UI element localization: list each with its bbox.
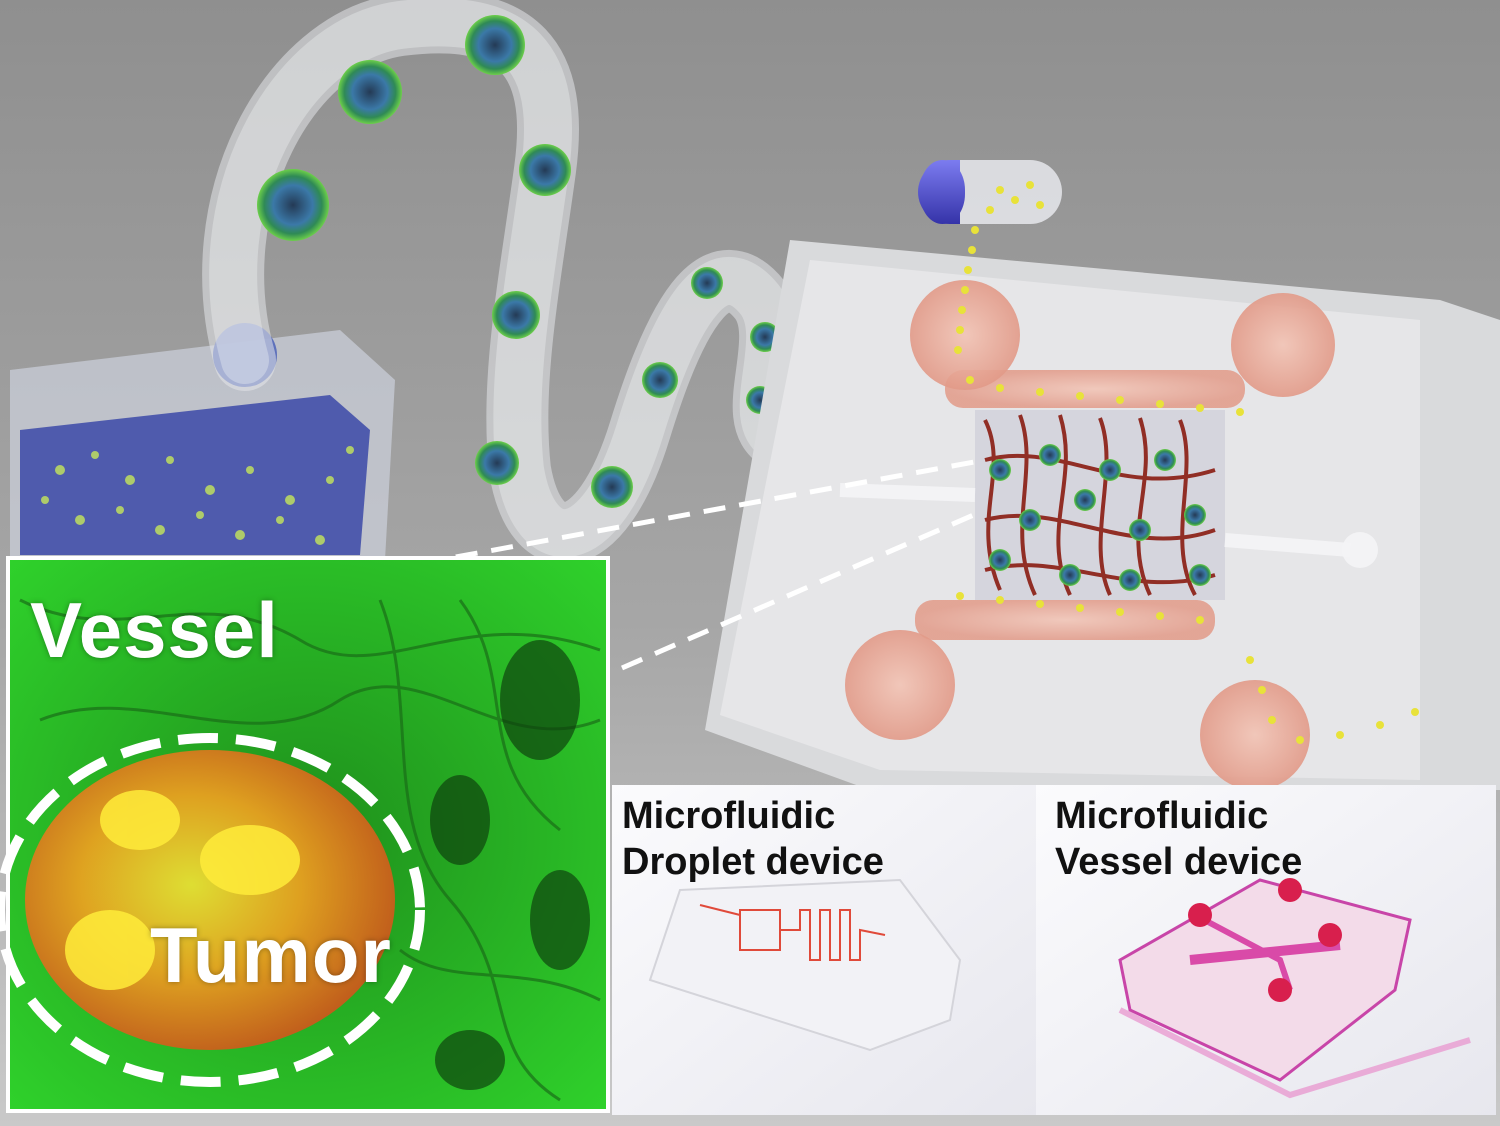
culture-block (10, 323, 395, 560)
droplet-device-label-line2: Droplet device (622, 841, 884, 883)
drug-capsule (918, 160, 1062, 224)
spheroid (465, 15, 525, 75)
vessel-chip-plate (705, 240, 1500, 790)
serpentine-tube (202, 0, 901, 565)
vessel-device-label-line1: Microfluidic (1055, 795, 1269, 837)
spheroid (475, 441, 519, 485)
droplet-device-label-line1: Microfluidic (622, 795, 836, 837)
reservoir (1231, 293, 1335, 397)
vessel-device-photo (1036, 785, 1496, 1115)
spheroid (591, 466, 633, 508)
spheroid (257, 169, 329, 241)
spheroid (338, 60, 402, 124)
spheroid (642, 362, 678, 398)
spheroid (519, 144, 571, 196)
vessel-label: Vessel (30, 586, 279, 674)
droplet-device-label: Microfluidic Droplet device (622, 793, 884, 885)
vessel-device-label-line2: Vessel device (1055, 841, 1303, 883)
drug-particles (954, 226, 1419, 744)
reservoir (845, 630, 955, 740)
tumor-outline (0, 733, 425, 1087)
cell-spheroids (257, 15, 869, 508)
reservoir (910, 280, 1020, 390)
vessel-device-label: Microfluidic Vessel device (1055, 793, 1302, 885)
fluorescence-inset (0, 556, 610, 1113)
zoom-lines (384, 457, 986, 671)
spheroid (691, 267, 723, 299)
tumor-label: Tumor (150, 911, 392, 999)
tumor-region (25, 750, 395, 1050)
reservoir (1200, 680, 1310, 790)
spheroid (492, 291, 540, 339)
droplet-device-photo (612, 785, 1036, 1115)
